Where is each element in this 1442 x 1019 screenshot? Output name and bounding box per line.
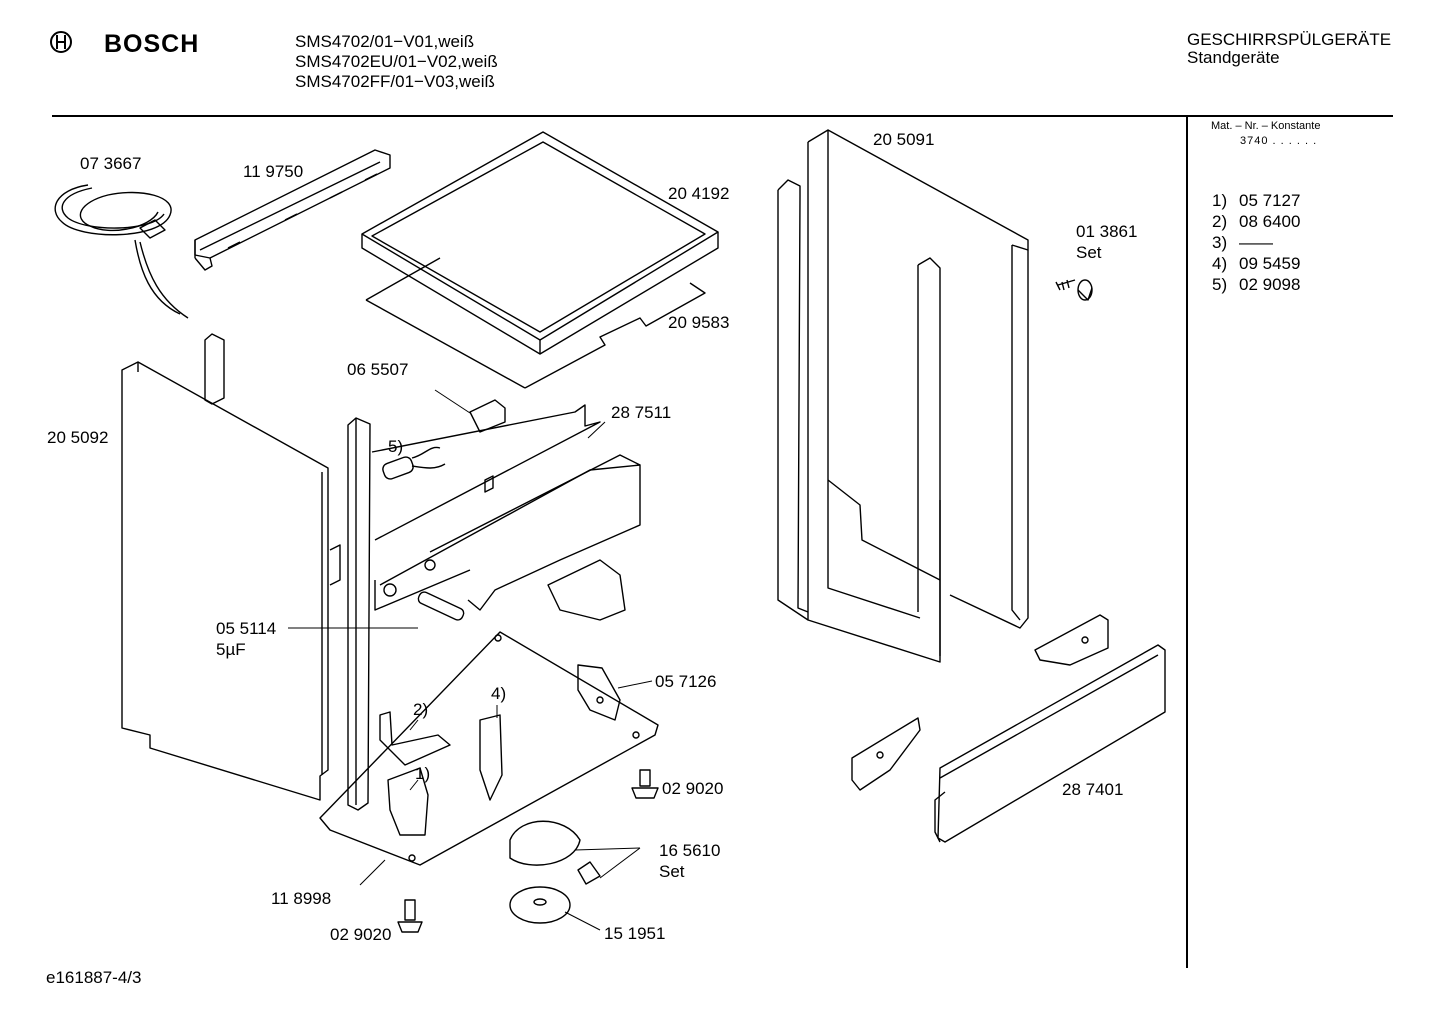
part-label-029020-b: 02 9020 [330,925,392,944]
part-label-065507: 06 5507 [347,360,409,379]
part-label-029020-a: 02 9020 [662,779,724,798]
drawing-code: e161887-4/3 [46,968,142,987]
note-ref-2: 2) [413,700,429,719]
base-frame-drawing [320,632,658,865]
part-label-151951: 15 1951 [604,924,666,943]
tub-frame-drawing [372,405,640,610]
frame-upright-drawing [205,334,370,810]
note-value: 08 6400 [1239,212,1301,231]
filter-disc-drawing [510,887,570,923]
note-value: 09 5459 [1239,254,1301,273]
top-lid-drawing [362,132,718,354]
part-label-055114: 05 5114 [216,619,277,638]
capacitor-drawing [381,447,445,480]
note-ref-4: 4) [491,684,507,703]
aquastop-connector-drawing [470,400,505,432]
part-label-205092: 20 5092 [47,428,109,447]
screw-set-drawing [1056,280,1092,300]
note-value: 02 9098 [1239,275,1301,294]
mat-nr-value: 3740 . . . . . . [1240,135,1318,147]
note-item: 4) 09 5459 [1212,254,1300,274]
run-capacitor-drawing [417,590,466,621]
hinge-bracket-lower-drawing [852,718,920,790]
insulation-sheet-drawing [366,258,705,388]
door-frame-drawing [778,130,1028,662]
power-cord-drawing [55,185,188,318]
plinth-panel-drawing [935,645,1165,842]
foot-drawing [398,770,658,932]
note-item: 3) —— [1212,233,1273,253]
model-line-1: SMS4702/01−V01,weiß [295,32,475,51]
leader-lines [288,390,652,930]
note-number: 1) [1212,191,1228,210]
part-label-055114-sub: 5µF [216,640,246,659]
duct-drawing [548,560,625,620]
part-label-204192: 20 4192 [668,184,730,203]
part-label-287511: 28 7511 [611,403,672,422]
part-label-057126: 05 7126 [655,672,717,691]
bracket-057126-drawing [578,665,620,720]
model-line-3: SMS4702FF/01−V03,weiß [295,72,495,91]
note-number: 4) [1212,254,1228,273]
part-label-165610-set: Set [659,862,685,881]
note-value: 05 7127 [1239,191,1301,210]
side-panel-drawing [122,362,340,800]
bracket-2-drawing [380,712,450,765]
part-label-205091: 20 5091 [873,130,935,149]
part-label-013861: 01 3861 [1076,222,1138,241]
part-label-118998: 11 8998 [271,889,332,908]
part-label-013861-set: Set [1076,243,1102,262]
appliance-category: GESCHIRRSPÜLGERÄTE [1187,30,1392,49]
note-item: 1) 05 7127 [1212,191,1300,211]
bracket-4-drawing [480,715,502,800]
bosch-logo-icon [50,31,72,53]
note-ref-1: 1) [415,764,431,783]
part-label-209583: 20 9583 [668,313,730,332]
part-label-119750: 11 9750 [243,162,304,181]
model-line-2: SMS4702EU/01−V02,weiß [295,52,498,71]
note-item: 5) 02 9098 [1212,275,1300,295]
note-number: 3) [1212,233,1228,252]
note-number: 5) [1212,275,1228,294]
part-label-287401: 28 7401 [1062,780,1124,799]
hinge-bracket-upper-drawing [1035,615,1108,665]
appliance-subcategory: Standgeräte [1187,48,1280,67]
mat-nr-label: Mat. – Nr. – Konstante [1211,120,1321,132]
note-item: 2) 08 6400 [1212,212,1300,232]
part-label-165610: 16 5610 [659,841,721,860]
part-label-073667: 07 3667 [80,154,142,173]
pump-drawing [510,821,600,884]
brand-name: BOSCH [104,30,200,58]
rail-drawing [195,150,390,270]
note-value: —— [1239,233,1273,252]
bracket-1-drawing [388,768,428,835]
note-ref-5: 5) [388,437,404,456]
note-number: 2) [1212,212,1228,231]
